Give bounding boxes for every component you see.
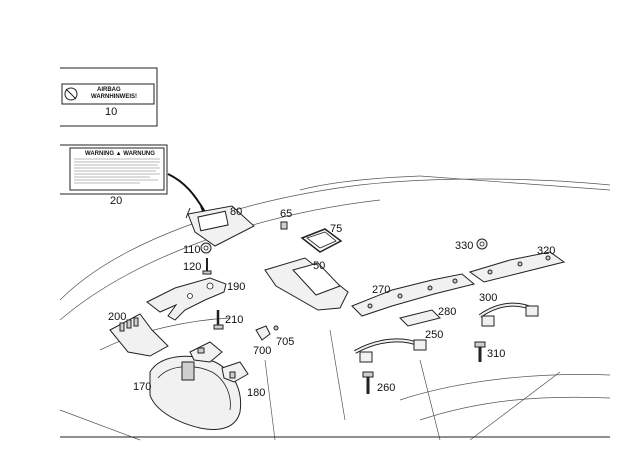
callout-190: 190	[227, 281, 245, 293]
airbag-warning-label-box: AIRBAG WARNHINWEIS!	[60, 67, 158, 127]
airbag-label-line2: WARNHINWEIS!	[91, 94, 137, 100]
callout-labels: 10 20 65 75 80 50 110 120 190 200 210 70…	[105, 106, 555, 399]
callout-120: 120	[183, 261, 201, 273]
callout-20: 20	[110, 195, 122, 207]
part-260-screw	[362, 371, 374, 394]
part-80-sun-visor-left	[185, 205, 255, 247]
part-705-clip	[255, 325, 279, 341]
part-50-sun-visor-right	[264, 257, 349, 311]
callout-320: 320	[537, 245, 555, 257]
callout-180: 180	[247, 387, 265, 399]
part-320-handle-bar	[468, 251, 566, 283]
callout-10: 10	[105, 106, 117, 118]
part-75-mirror	[300, 228, 343, 253]
part-280-cover-strip	[399, 309, 441, 327]
callout-210: 210	[225, 314, 243, 326]
part-700-connector	[189, 341, 223, 363]
callout-310: 310	[487, 348, 505, 360]
part-300-grab-handle	[478, 302, 539, 327]
part-200-trim-cover	[109, 313, 169, 357]
part-180-mirror-mount	[221, 361, 249, 383]
warning-label-fine-print	[74, 158, 160, 184]
part-270-handle-bar	[351, 273, 476, 317]
part-170-rearview-mirror	[149, 355, 242, 430]
callout-270: 270	[372, 284, 390, 296]
callout-170: 170	[133, 381, 151, 393]
part-65-clip	[280, 221, 288, 230]
part-120-screw	[202, 258, 212, 275]
callout-700: 700	[253, 345, 271, 357]
part-250-grab-handle	[354, 338, 427, 363]
callout-110: 110	[183, 244, 201, 256]
part-190-bracket	[146, 277, 227, 321]
callout-65: 65	[280, 208, 292, 220]
airbag-label-line1: AIRBAG	[97, 87, 121, 93]
vehicle-body-outline	[59, 175, 611, 441]
part-110-nut	[200, 242, 212, 254]
callout-200: 200	[108, 311, 126, 323]
callout-330: 330	[455, 240, 473, 252]
callout-300: 300	[479, 292, 497, 304]
warning-label-box: WARNING ▲ WARNUNG	[60, 144, 210, 216]
callout-280: 280	[438, 306, 456, 318]
callout-250: 250	[425, 329, 443, 341]
callout-50: 50	[313, 260, 325, 272]
callout-75: 75	[330, 223, 342, 235]
warning-label-header: WARNING ▲ WARNUNG	[85, 151, 155, 157]
callout-705: 705	[276, 336, 294, 348]
callout-260: 260	[377, 382, 395, 394]
part-310-screw	[474, 341, 486, 362]
callout-80: 80	[230, 206, 242, 218]
part-330-nut	[476, 238, 488, 250]
part-210-screw	[213, 310, 224, 330]
